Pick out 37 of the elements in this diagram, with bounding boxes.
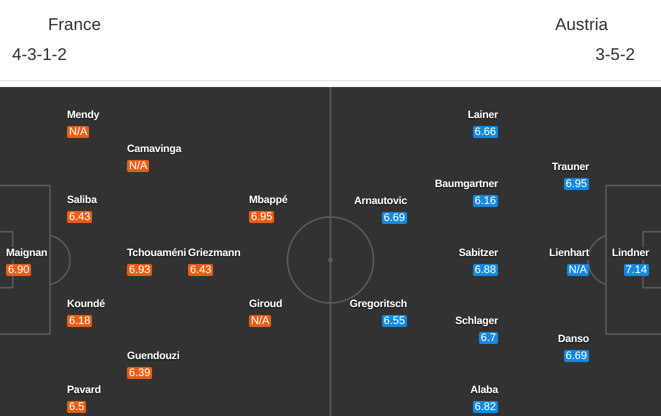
formation-text: 3-5-2 xyxy=(595,45,635,65)
player-name: Koundé xyxy=(67,298,105,310)
player-name: Lienhart xyxy=(549,246,589,260)
player-name: Mbappé xyxy=(249,194,288,206)
team-name: Austria xyxy=(555,15,608,35)
rating-badge: N/A xyxy=(127,160,150,172)
player-name: Tchouaméni xyxy=(127,246,186,260)
team-name: France xyxy=(48,15,101,35)
rating-badge: 6.18 xyxy=(67,314,92,326)
rating-badge: N/A xyxy=(67,126,90,138)
player-name: Lainer xyxy=(468,108,498,122)
player-name: Saliba xyxy=(67,194,97,206)
rating-badge: 6.93 xyxy=(127,264,152,276)
player-name: Giroud xyxy=(249,298,282,310)
rating-badge: 6.5 xyxy=(67,400,86,412)
player-name: Alaba xyxy=(470,384,498,396)
rating-badge: 6.43 xyxy=(188,264,214,276)
player-name: Arnautovic xyxy=(354,194,407,208)
rating-badge: 6.39 xyxy=(127,366,152,378)
player-name: Guendouzi xyxy=(127,350,180,362)
player-name: Pavard xyxy=(67,384,101,396)
rating-badge: N/A xyxy=(249,314,272,326)
rating-badge: 6.90 xyxy=(6,264,32,276)
player-name: Mendy xyxy=(67,108,100,122)
player-name: Maignan xyxy=(6,246,48,260)
player-name: Danso xyxy=(558,332,589,346)
player-name: Gregoritsch xyxy=(350,298,407,310)
player-name: Camavinga xyxy=(127,142,182,156)
rating-badge: 6.43 xyxy=(67,210,92,222)
player-name: Schlager xyxy=(455,314,498,328)
player-name: Lindner xyxy=(612,246,649,260)
rating-badge: 6.95 xyxy=(249,210,274,222)
player-name: Trauner xyxy=(552,160,589,174)
player-name: Baumgartner xyxy=(434,178,498,190)
player-name: Griezmann xyxy=(188,246,240,260)
player-name: Sabitzer xyxy=(458,246,498,260)
formation-text: 4-3-1-2 xyxy=(12,45,67,65)
